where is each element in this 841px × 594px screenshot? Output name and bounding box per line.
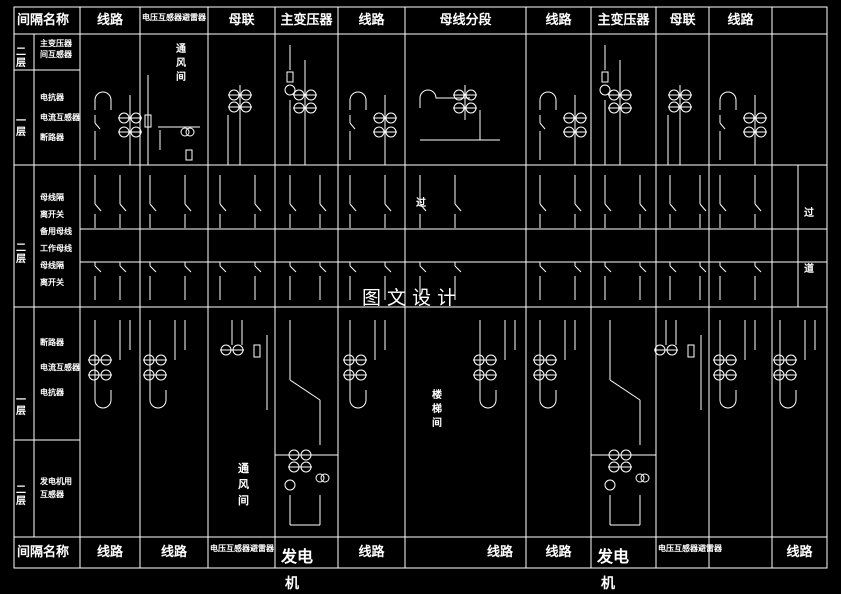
floor-label-2-top: 二层 <box>16 46 26 69</box>
text-line: 间 <box>176 70 186 83</box>
text-line: 电流互感器 <box>40 112 81 122</box>
text-line: 备用母线 <box>39 226 72 236</box>
text-line: 互感器 <box>40 489 65 499</box>
header-row: 间隔名称 线路 电压互感器避雷器 母联 主变压器 线路 母线分段 线路 主变压器 母联 线路 <box>17 12 754 28</box>
text-line: 通 <box>176 43 186 55</box>
floor-label-2-mid: 二层 <box>16 242 26 265</box>
passage-left: 过 <box>416 196 426 209</box>
header-column-label: 线路 <box>97 12 124 28</box>
footer-column-label: 发电机 <box>280 547 313 592</box>
bay-equipment <box>88 45 816 526</box>
ct-label: 主变压器间互感器 <box>40 38 73 59</box>
header-column-label: 母联 <box>669 13 695 28</box>
header-column-label: 主变压器 <box>280 12 333 28</box>
header-column-label: 主变压器 <box>597 12 650 28</box>
bus-label: 母线隔离开关备用母线工作母线母线隔离开关 <box>39 192 72 287</box>
footer-column-label: 线路 <box>487 544 514 560</box>
text-line: 断路器 <box>40 337 65 347</box>
left-labels: 二层 主变压器间互感器 一层 电抗器电流互感器断路器 二层 母线隔离开关备用母线… <box>16 38 81 507</box>
passage-right: 过道 <box>804 206 814 275</box>
footer-column-label: 线路 <box>786 544 813 560</box>
floor-label-1-low: 一层 <box>16 395 26 417</box>
text-line: 一 <box>16 116 26 127</box>
footer-row: 间隔名称 线路线路电压互感器避雷器发电机线路线路线路发电机电压互感器避雷器线路 <box>17 543 813 592</box>
header-column-label: 母联 <box>228 13 254 28</box>
footer-column-label: 电压互感器避雷器 <box>658 543 723 553</box>
floor-label-2-bot: 二层 <box>16 484 26 507</box>
footer-label: 间隔名称 <box>17 544 69 560</box>
vent-room-bottom: 通风间 <box>238 462 249 507</box>
text-line: 间 <box>238 494 249 507</box>
grid-horizontal <box>14 33 827 538</box>
text-line: 电抗器 <box>40 387 65 397</box>
footer-column-label: 电压互感器避雷器 <box>210 543 275 553</box>
header-column-label: 电压互感器避雷器 <box>142 12 207 22</box>
text-line: 过 <box>804 206 814 219</box>
text-line: 断路器 <box>40 132 65 142</box>
text-line: 发电 <box>280 547 313 566</box>
text-line: 发电 <box>596 547 629 566</box>
text-line: 道 <box>804 262 814 275</box>
stairs-room: 楼梯间 <box>432 388 442 429</box>
text-line: 间互感器 <box>40 49 73 59</box>
header-column-label: 线路 <box>545 12 572 28</box>
text-line: 间 <box>432 416 442 429</box>
text-line: 电抗器 <box>40 92 65 102</box>
vent-room-top: 通风间 <box>176 43 186 83</box>
text-line: 二 <box>16 484 26 496</box>
text-line: 母线隔 <box>40 260 64 270</box>
text-line: 一 <box>16 395 26 406</box>
breaker-label: 电抗器电流互感器断路器 <box>40 92 81 142</box>
text-line: 层 <box>16 495 26 507</box>
text-line: 风 <box>176 57 186 69</box>
text-line: 主变压器 <box>40 38 73 48</box>
text-line: 电流互感器 <box>40 362 81 372</box>
text-line: 层 <box>16 405 26 417</box>
text-line: 梯 <box>432 402 442 415</box>
header-column-label: 线路 <box>727 12 754 28</box>
text-line: 层 <box>16 126 26 138</box>
footer-column-label: 线路 <box>161 544 188 560</box>
text-line: 发电机用 <box>39 476 72 486</box>
text-line: 风 <box>238 477 249 491</box>
header-label: 间隔名称 <box>17 12 69 28</box>
footer-column-label: 线路 <box>358 544 385 560</box>
text-line: 层 <box>16 57 26 69</box>
text-line: 离开关 <box>40 209 64 219</box>
text-line: 通 <box>238 462 249 475</box>
text-line: 二 <box>16 242 26 254</box>
watermark: 图 文 设 计 <box>362 287 456 309</box>
text-line: 机 <box>601 575 615 592</box>
footer-column-label: 发电机 <box>596 547 629 592</box>
text-line: 层 <box>16 253 26 265</box>
footer-column-label: 线路 <box>97 544 124 560</box>
gen-label: 发电机用互感器 <box>39 476 72 499</box>
text-line: 机 <box>285 575 299 592</box>
floor-label-1-top: 一层 <box>16 116 26 138</box>
header-column-label: 线路 <box>358 12 385 28</box>
text-line: 母线隔 <box>40 192 64 202</box>
outer-frame <box>13 6 828 569</box>
text-line: 工作母线 <box>40 243 72 253</box>
header-column-label: 母线分段 <box>439 12 491 28</box>
footer-column-label: 线路 <box>545 544 572 560</box>
lower-label: 断路器电流互感器电抗器 <box>40 337 81 397</box>
text-line: 离开关 <box>40 277 64 287</box>
text-line: 楼 <box>432 388 442 401</box>
text-line: 二 <box>16 46 26 58</box>
